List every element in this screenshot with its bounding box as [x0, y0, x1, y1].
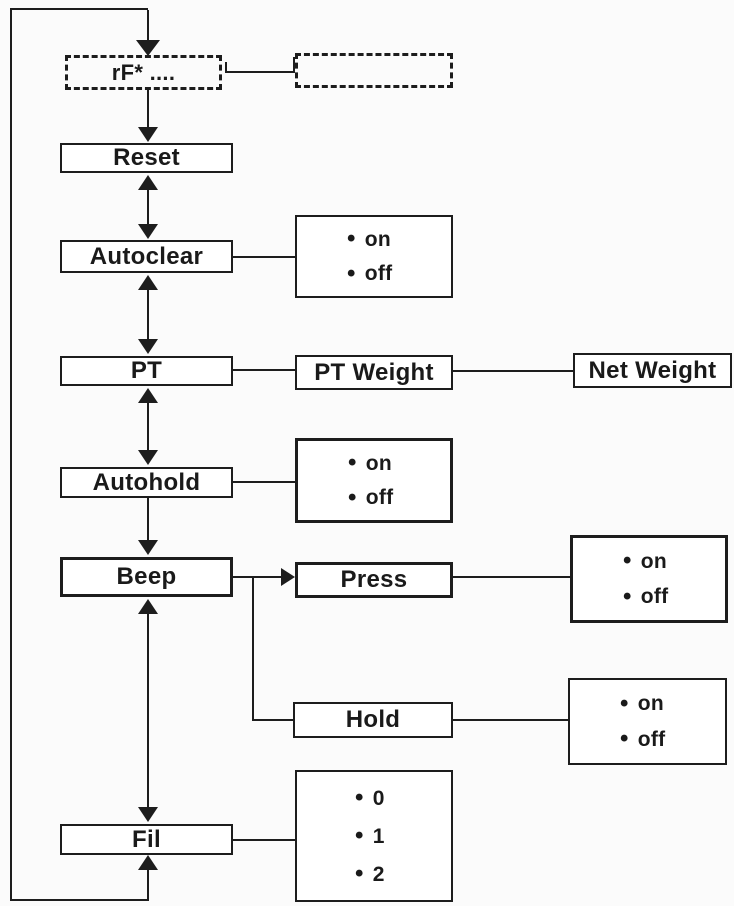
- node-pt: PT: [60, 356, 233, 386]
- beep-branch-line: [252, 576, 254, 721]
- arrowhead-down-into-rf: [136, 40, 160, 56]
- node-net-weight-label: Net Weight: [588, 356, 717, 384]
- arrowhead-down-into-fil: [138, 807, 158, 822]
- option-item: • 2: [355, 862, 385, 886]
- bullet-icon: •: [623, 547, 632, 575]
- node-autohold-label: Autohold: [92, 468, 201, 496]
- option-item: • off: [347, 259, 393, 287]
- loop-bottom-line: [10, 899, 149, 901]
- arrowhead-right-into-press: [281, 568, 295, 586]
- node-hold-label: Hold: [345, 706, 401, 733]
- arrowhead-up-into-beep: [138, 599, 158, 614]
- bullet-icon: •: [348, 483, 357, 511]
- options-press: • on • off: [570, 535, 728, 623]
- arrowhead-down-into-autohold: [138, 450, 158, 465]
- autohold-options-connector: [233, 481, 295, 483]
- option-label: on: [640, 549, 667, 573]
- node-rf: rF* ....: [65, 55, 222, 90]
- spine-entry-line: [147, 10, 149, 42]
- option-label: off: [364, 262, 393, 286]
- bullet-icon: •: [355, 822, 364, 849]
- arrowhead-up-into-fil: [138, 855, 158, 870]
- autohold-beep-line: [147, 498, 149, 543]
- option-label: on: [637, 692, 664, 716]
- pt-autohold-line: [147, 402, 149, 453]
- loop-bottom-stub: [147, 868, 149, 901]
- autoclear-pt-line: [147, 289, 149, 342]
- node-pt-weight: PT Weight: [295, 355, 453, 390]
- option-item: • 0: [355, 786, 385, 810]
- node-press-label: Press: [340, 566, 408, 593]
- option-item: • on: [623, 549, 667, 573]
- option-item: • on: [620, 689, 664, 717]
- beep-fil-line: [147, 612, 149, 809]
- node-beep-label: Beep: [116, 563, 177, 590]
- rf-connector-stub-right: [293, 57, 295, 73]
- hold-options-connector: [453, 719, 568, 721]
- arrowhead-up-into-pt: [138, 388, 158, 403]
- node-autoclear: Autoclear: [60, 240, 233, 273]
- arrowhead-down-into-pt: [138, 339, 158, 354]
- bullet-icon: •: [355, 860, 364, 887]
- arrowhead-up-into-reset: [138, 175, 158, 190]
- reset-autoclear-line: [147, 188, 149, 226]
- option-label: off: [365, 486, 394, 510]
- node-net-weight: Net Weight: [573, 353, 732, 388]
- option-label: on: [365, 451, 392, 475]
- ptweight-netweight-connector: [453, 370, 573, 372]
- bullet-icon: •: [348, 449, 357, 477]
- rf-connector-line: [225, 71, 295, 73]
- options-hold: • on • off: [568, 678, 727, 765]
- node-reset-label: Reset: [113, 144, 180, 171]
- bullet-icon: •: [620, 689, 629, 717]
- rf-connector-stub-left: [225, 62, 227, 73]
- node-rf-sub: [295, 53, 453, 88]
- option-label: 2: [372, 862, 385, 886]
- options-fil: • 0 • 1 • 2: [295, 770, 453, 902]
- option-item: • on: [347, 227, 391, 251]
- node-beep: Beep: [60, 557, 233, 597]
- branch-hold-connector: [252, 719, 293, 721]
- node-reset: Reset: [60, 143, 233, 173]
- option-label: 1: [372, 824, 385, 848]
- loop-left-line: [10, 8, 12, 901]
- node-fil: Fil: [60, 824, 233, 855]
- option-label: off: [637, 727, 666, 751]
- options-autohold: • on • off: [295, 438, 453, 523]
- pt-ptweight-connector: [233, 369, 295, 371]
- arrowhead-up-into-autoclear: [138, 275, 158, 290]
- loop-top-line: [10, 8, 148, 10]
- option-item: • off: [620, 727, 665, 751]
- node-autohold: Autohold: [60, 467, 233, 498]
- node-fil-label: Fil: [132, 825, 161, 853]
- option-item: • off: [623, 582, 669, 610]
- option-item: • on: [348, 451, 392, 475]
- node-autoclear-label: Autoclear: [89, 242, 204, 270]
- arrowhead-down-into-autoclear: [138, 224, 158, 239]
- fil-options-connector: [233, 839, 295, 841]
- autoclear-options-connector: [233, 256, 295, 258]
- node-hold: Hold: [293, 702, 453, 738]
- node-pt-label: PT: [130, 357, 163, 384]
- option-item: • off: [348, 483, 394, 511]
- arrowhead-down-into-beep: [138, 540, 158, 555]
- bullet-icon: •: [623, 582, 632, 610]
- option-label: 0: [372, 786, 385, 810]
- options-autoclear: • on • off: [295, 215, 453, 298]
- bullet-icon: •: [355, 784, 364, 811]
- node-press: Press: [295, 562, 453, 598]
- bullet-icon: •: [620, 725, 629, 753]
- bullet-icon: •: [347, 259, 356, 287]
- beep-press-connector: [233, 576, 281, 578]
- arrowhead-down-into-reset: [138, 127, 158, 142]
- press-options-connector: [453, 576, 570, 578]
- option-item: • 1: [355, 824, 385, 848]
- option-label: on: [364, 227, 391, 251]
- option-label: off: [640, 585, 669, 609]
- bullet-icon: •: [347, 225, 356, 253]
- node-pt-weight-label: PT Weight: [314, 358, 434, 386]
- rf-reset-line: [147, 90, 149, 130]
- node-rf-label: rF* ....: [111, 59, 176, 85]
